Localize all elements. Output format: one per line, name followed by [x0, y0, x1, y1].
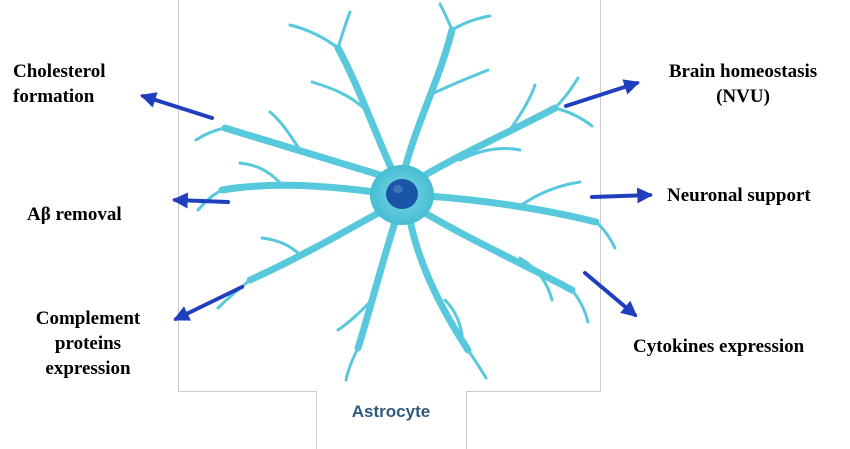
astrocyte-processes [194, 2, 617, 382]
astrocyte-caption: Astrocyte [351, 402, 431, 421]
frame-bottom-right-line [466, 391, 601, 392]
astrocyte-nucleus [386, 179, 418, 209]
arrow-cytokines [583, 271, 638, 318]
caption-box-right-line [466, 391, 467, 449]
label-cytokines-expression: Cytokines expression [633, 336, 805, 357]
arrow-abeta [171, 192, 230, 209]
label-abeta-removal: Aβ removal [27, 204, 122, 225]
arrow-brain-homeostasis [564, 79, 641, 108]
label-cholesterol-formation: Cholesterol formation [13, 61, 106, 107]
arrow-complement [173, 285, 244, 321]
caption-box-left-line [316, 391, 317, 449]
frame-bottom-left-line [178, 391, 316, 392]
arrow-neuronal-support [590, 187, 654, 204]
label-neuronal-support: Neuronal support [667, 185, 811, 206]
label-brain-homeostasis: Brain homeostasis (NVU) [668, 61, 818, 107]
arrow-cholesterol [139, 92, 214, 120]
label-complement-proteins-expression: Complement proteins expression [35, 308, 141, 379]
